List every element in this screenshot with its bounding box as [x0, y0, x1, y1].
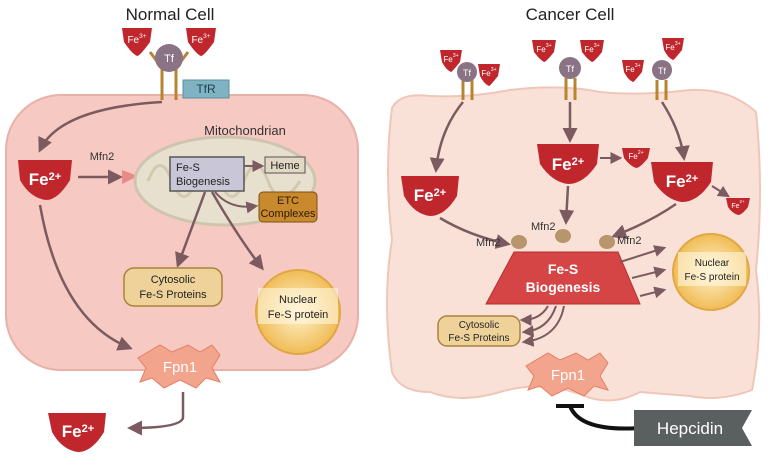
arrow-fpn1-export [127, 392, 185, 436]
cyto-line1-cancer: Cytosolic [459, 320, 500, 331]
cytosolic-fes-box-cancer [437, 315, 521, 347]
fe2-cancer-left [401, 176, 459, 216]
fes-biogenesis-cancer [485, 251, 641, 305]
arrow-fes-to-etc [214, 191, 259, 214]
fes-line2-normal: Biogenesis [176, 176, 230, 188]
cancer-receptor-mid: Tf Fe3+ Fe3+ [532, 40, 604, 100]
mfn2-label-cancer-left: Mfn2 [476, 237, 500, 249]
cancer-cell-title: Cancer Cell [526, 5, 615, 24]
nuclear-line1-cancer: Nuclear [695, 258, 730, 269]
hepcidin-inhibition-line [568, 405, 641, 431]
fe3-cancer-mid-a: Fe3+ [536, 43, 551, 54]
arrow-fes-cyto-3 [521, 305, 565, 347]
arrow-fe2-to-fpn1 [38, 204, 133, 351]
tf-label-cancer-mid: Tf [566, 64, 574, 74]
fpn1-label-normal: Fpn1 [163, 359, 197, 376]
arrow-fes-to-nuclear [210, 191, 264, 271]
arrow-fes-nuclear-2 [631, 266, 667, 279]
cyto-line1-normal: Cytosolic [151, 274, 196, 286]
fe3-cancer-right-a: Fe3+ [625, 63, 640, 74]
etc-complexes-box [258, 191, 318, 223]
arrow-fe2-mid-to-fes [559, 185, 575, 225]
fe2-cancer-mid [537, 144, 599, 184]
cancer-receptor-left: Tf Fe3+ Fe3+ [440, 50, 500, 100]
transferrin-circle [155, 44, 183, 72]
fes-line1-cancer: Fe-S [548, 261, 578, 277]
fe3-label-right: Fe3+ [191, 33, 210, 46]
fe3-cancer-right-b: Fe3+ [665, 41, 680, 52]
fe3-shield-left [122, 28, 152, 56]
fe3-cancer-mid-b: Fe3+ [584, 43, 599, 54]
normal-cell-title: Normal Cell [126, 5, 215, 24]
nuclear-label-bg-normal [258, 288, 338, 324]
mfn2-label-cancer-top: Mfn2 [531, 221, 555, 233]
fe2-small-mid-label: Fe2+ [628, 150, 643, 161]
fe2-main-shield [18, 160, 72, 200]
fe3-cancer-left-a: Fe3+ [443, 53, 458, 64]
arrow-small-right [711, 185, 731, 198]
fpn1-label-cancer: Fpn1 [551, 367, 585, 384]
tf-label-cancer-left: Tf [463, 68, 471, 78]
arrow-fes-nuclear-1 [619, 245, 667, 263]
etc-line2: Complexes [260, 208, 316, 220]
arrow-receptor-to-fe2 [38, 100, 163, 153]
mfn2-bead-left [511, 235, 527, 249]
fe2-small-right [726, 198, 750, 215]
heme-box [264, 156, 306, 174]
arrow-receptor-right [660, 101, 690, 161]
tfr-label-box [182, 79, 230, 99]
arrow-fes-to-cytosolic [175, 191, 207, 268]
fes-line2-cancer: Biogenesis [526, 279, 601, 295]
arrow-receptor-left [429, 101, 464, 173]
cancer-receptor-right: Tf Fe3+ Fe3+ [622, 38, 684, 100]
cyto-line2-cancer: Fe-S Proteins [448, 333, 509, 344]
fe2-main-label: Fe2+ [29, 170, 61, 189]
fpn1-cancer [525, 352, 610, 397]
tf-label: Tf [164, 53, 175, 65]
fe2-cancer-left-label: Fe2+ [414, 186, 446, 205]
fes-line1-normal: Fe-S [176, 162, 200, 174]
hepcidin-label: Hepcidin [657, 419, 723, 438]
mfn2-bead-top [555, 229, 571, 243]
arrow-fe2-right-to-fes [611, 202, 677, 239]
fe2-small-mid [622, 148, 650, 168]
mfn2-label-normal: Mfn2 [90, 151, 114, 163]
fe2-out-label: Fe2+ [62, 422, 94, 441]
mitochondrian-label: Mitochondrian [204, 123, 286, 138]
fe2-small-right-label: Fe2+ [731, 199, 745, 210]
nuclear-line2-normal: Fe-S protein [268, 309, 329, 321]
nuclear-line1-normal: Nuclear [279, 294, 317, 306]
cyto-line2-normal: Fe-S Proteins [139, 289, 207, 301]
fe2-cancer-right [651, 162, 713, 202]
mfn2-bead-right [599, 235, 615, 249]
hepcidin-banner [634, 410, 752, 446]
etc-line1: ETC [277, 195, 299, 207]
nuclear-label-bg-cancer [678, 252, 746, 286]
arrow-fe2-left-to-fes [439, 216, 511, 249]
fpn1-normal [137, 344, 222, 389]
fe2-cancer-mid-label: Fe2+ [552, 155, 584, 174]
fe3-cancer-left-b: Fe3+ [481, 67, 496, 78]
mfn2-label-cancer-right: Mfn2 [617, 235, 641, 247]
arrow-fes-cyto-1 [519, 305, 549, 326]
fe2-cancer-right-label: Fe2+ [666, 172, 698, 191]
fe3-label-left: Fe3+ [127, 33, 146, 46]
fe2-out-shield [48, 413, 106, 452]
fe3-shield-right [186, 28, 216, 56]
cytosolic-fes-box-normal [123, 267, 223, 307]
arrow-fes-nuclear-3 [639, 286, 667, 299]
arrow-fes-cyto-2 [521, 305, 557, 338]
tf-label-cancer-right: Tf [658, 66, 666, 76]
heme-label: Heme [270, 160, 299, 172]
fes-biogenesis-box-normal [169, 156, 245, 192]
nuclear-line2-cancer: Fe-S protein [684, 272, 739, 283]
tfr-label: TfR [196, 82, 216, 96]
